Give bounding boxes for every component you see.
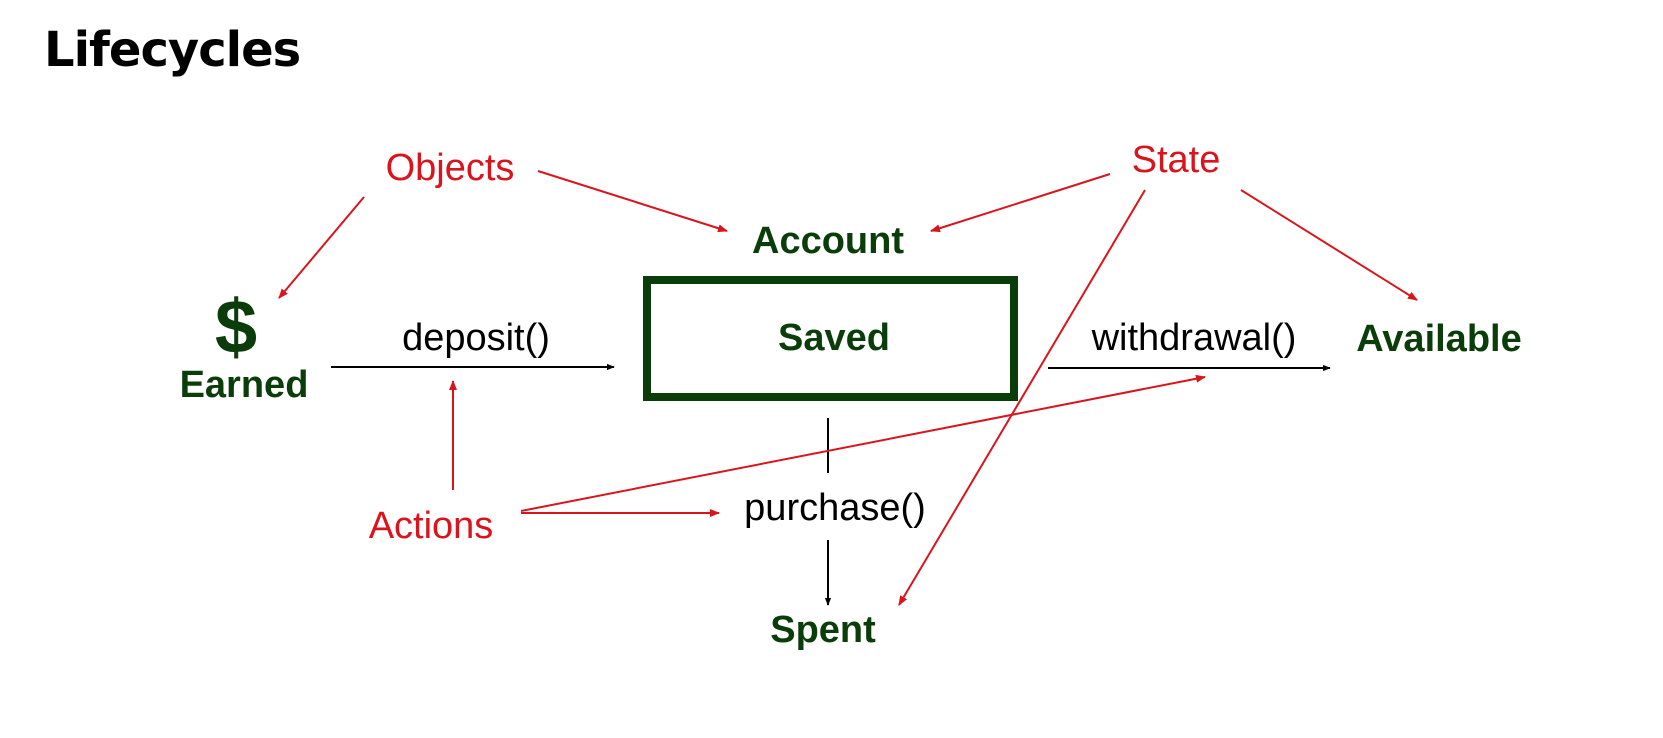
objects-to-earned-arrow bbox=[278, 196, 365, 299]
spent-label: Spent bbox=[770, 609, 876, 651]
dollar-sign: $ bbox=[215, 285, 257, 370]
state-to-available-arrow bbox=[1240, 189, 1418, 301]
withdrawal-label: withdrawal() bbox=[1091, 317, 1297, 359]
purchase-label: purchase() bbox=[744, 487, 926, 529]
state-to-spent-arrow bbox=[898, 189, 1146, 606]
objects-to-account-arrow bbox=[537, 170, 728, 233]
state-to-account-arrow bbox=[930, 173, 1111, 233]
state-label: State bbox=[1132, 139, 1221, 181]
earned-label: Earned bbox=[180, 364, 309, 406]
slide-title: Lifecycles bbox=[44, 22, 301, 78]
available-label: Available bbox=[1356, 318, 1521, 360]
deposit-label: deposit() bbox=[402, 317, 550, 359]
account-label: Account bbox=[752, 220, 904, 262]
actions-to-withdrawal-arrow bbox=[520, 374, 1206, 512]
saved-label: Saved bbox=[778, 317, 890, 359]
objects-label: Objects bbox=[386, 147, 515, 189]
actions-label: Actions bbox=[369, 505, 494, 547]
account-saved-box bbox=[643, 276, 1018, 401]
